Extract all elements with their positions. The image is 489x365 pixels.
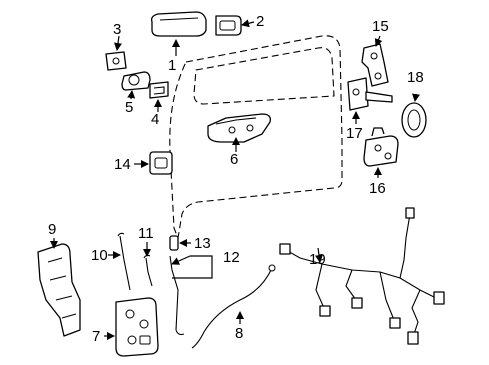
part-7-latch-assembly xyxy=(104,297,159,357)
part-4-retainer-clip xyxy=(149,81,169,112)
callout-11: 11 xyxy=(138,225,154,242)
callout-4: 4 xyxy=(151,111,160,128)
callout-3: 3 xyxy=(113,21,122,38)
part-13-clip xyxy=(169,235,191,251)
callout-15: 15 xyxy=(372,18,389,35)
callout-5: 5 xyxy=(125,99,134,116)
part-19-wiring-harness xyxy=(279,207,445,345)
part-17-door-check xyxy=(347,77,393,124)
callout-17: 17 xyxy=(346,125,363,142)
part-15-hinge xyxy=(361,35,389,87)
part-1-outside-handle xyxy=(150,11,207,56)
part-5-lock-cylinder xyxy=(121,71,151,100)
part-9-latch-shield xyxy=(37,238,81,337)
callout-10: 10 xyxy=(91,247,108,264)
callout-18: 18 xyxy=(407,69,424,86)
callout-6: 6 xyxy=(230,151,239,168)
callout-7: 7 xyxy=(92,328,101,345)
callout-2: 2 xyxy=(256,13,265,30)
part-3-bracket xyxy=(105,35,127,71)
callout-16: 16 xyxy=(369,180,386,197)
callout-1: 1 xyxy=(168,57,177,74)
part-16-lower-hinge xyxy=(363,127,399,178)
callout-14: 14 xyxy=(114,156,131,173)
part-2-handle-bezel xyxy=(215,15,255,36)
part-14-striker xyxy=(134,151,173,175)
callout-9: 9 xyxy=(48,221,57,238)
callout-8: 8 xyxy=(235,325,244,342)
callout-19: 19 xyxy=(309,251,326,268)
part-12-rod xyxy=(169,255,213,336)
part-10-rod xyxy=(108,232,131,291)
part-11-rod xyxy=(143,242,153,287)
door-outline xyxy=(169,35,343,241)
part-8-cable xyxy=(191,264,276,349)
callout-13: 13 xyxy=(194,235,211,252)
part-18-grommet xyxy=(401,93,427,138)
callout-12: 12 xyxy=(223,249,240,266)
part-6-inside-handle xyxy=(207,113,271,152)
